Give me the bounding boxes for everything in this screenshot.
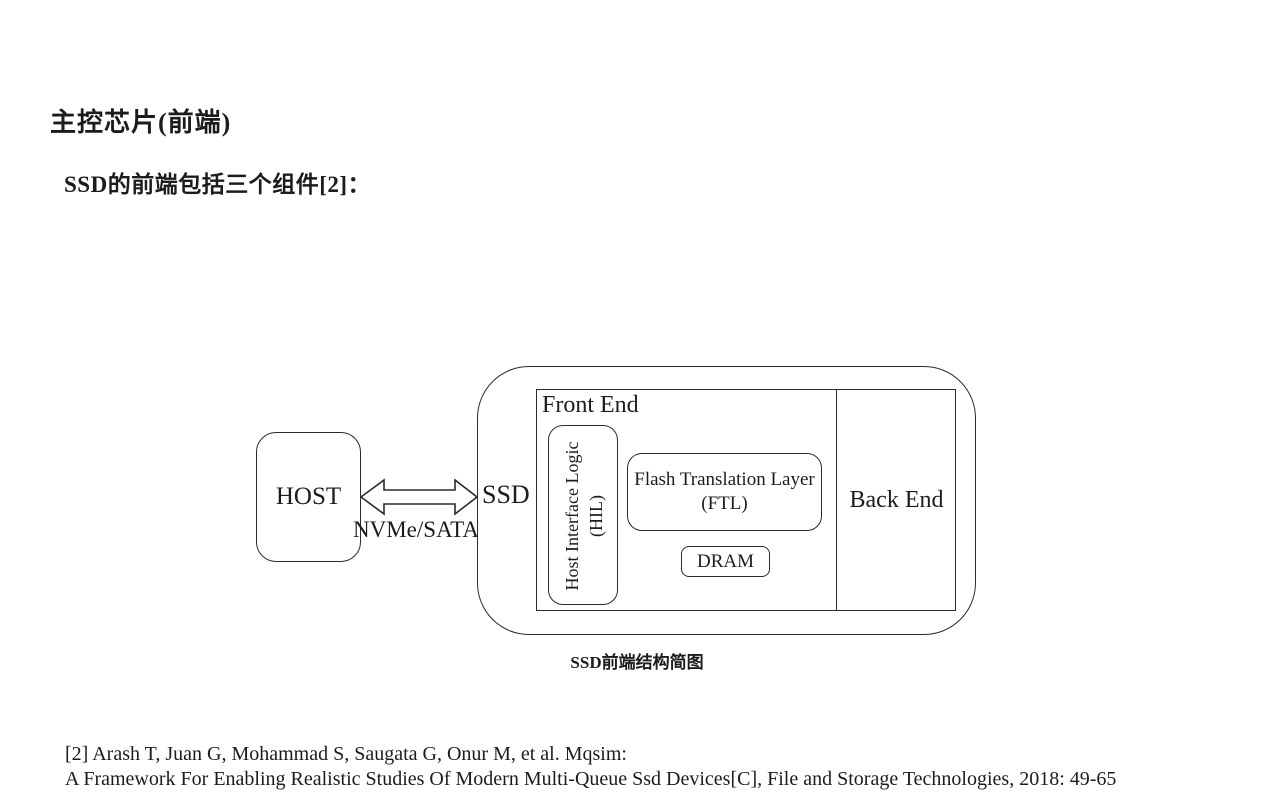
hil-label: Host Interface Logic (HIL)	[549, 426, 619, 606]
dram-box: DRAM	[681, 546, 770, 577]
hil-label-line1: Host Interface Logic	[562, 441, 582, 591]
front-back-divider	[836, 389, 837, 611]
front-end-label: Front End	[542, 392, 639, 418]
ftl-label-line2: (FTL)	[701, 493, 748, 514]
ftl-label-line1: Flash Translation Layer	[634, 469, 815, 490]
intro-text: SSD的前端包括三个组件[2]：	[64, 172, 372, 197]
host-ssd-double-arrow-icon	[359, 477, 479, 517]
dram-label: DRAM	[696, 550, 754, 572]
ssd-label: SSD	[482, 480, 530, 509]
reference-line2: A Framework For Enabling Realistic Studi…	[65, 768, 1117, 790]
figure-caption: SSD前端结构简图	[570, 653, 704, 672]
page-title: 主控芯片(前端)	[50, 108, 232, 137]
host-box: HOST	[256, 432, 361, 562]
bus-label: NVMe/SATA	[353, 517, 479, 542]
back-end-section: Back End	[837, 389, 956, 611]
back-end-label: Back End	[849, 486, 944, 513]
host-label: HOST	[275, 483, 342, 510]
reference-line1: [2] Arash T, Juan G, Mohammad S, Saugata…	[65, 743, 627, 765]
hil-box: Host Interface Logic (HIL)	[548, 425, 618, 605]
hil-label-line2: (HIL)	[586, 495, 606, 537]
ftl-box: Flash Translation Layer (FTL)	[627, 453, 822, 531]
reference-block: [2] Arash T, Juan G, Mohammad S, Saugata…	[65, 742, 1225, 792]
